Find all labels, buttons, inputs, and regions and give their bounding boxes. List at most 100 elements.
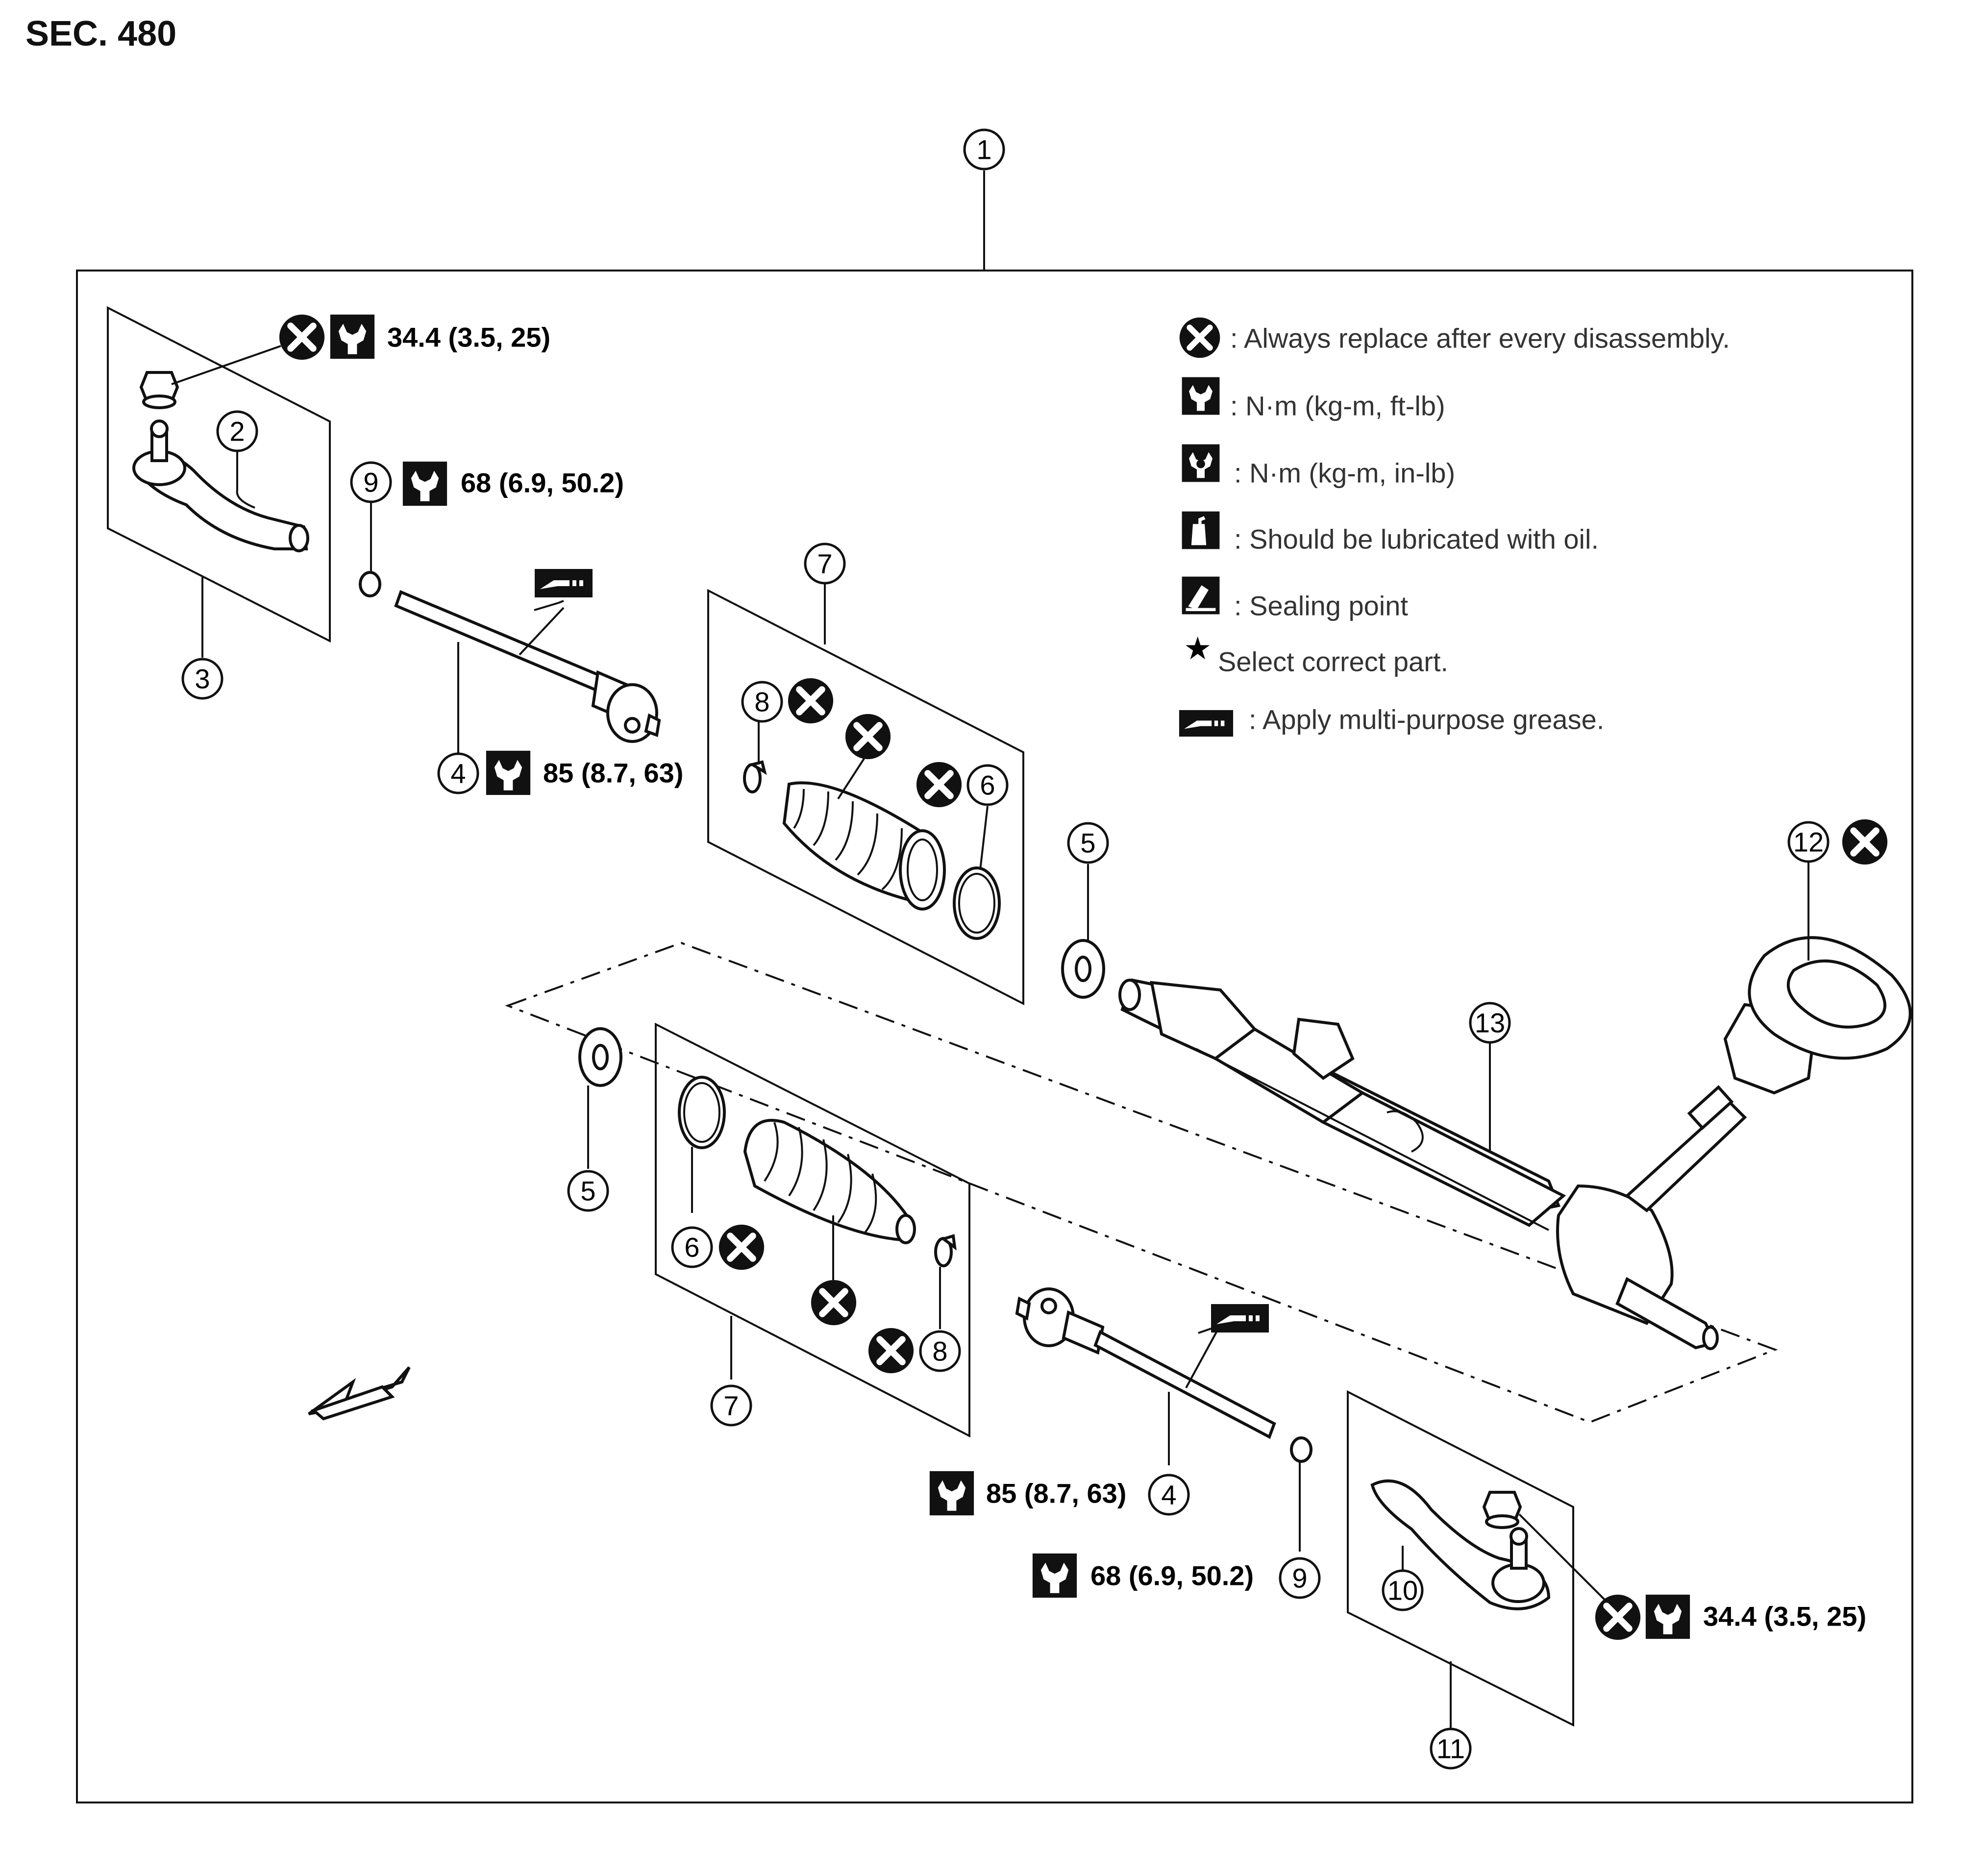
grommet bbox=[1723, 936, 1912, 1095]
torque-innerrod-lower: 85 (8.7, 63) bbox=[929, 1471, 1126, 1516]
replace-x-icon bbox=[811, 1280, 856, 1325]
torque-innerrod-upper: 85 (8.7, 63) bbox=[486, 750, 683, 795]
callout-8-lower: 8 bbox=[919, 1330, 961, 1372]
svg-text:8: 8 bbox=[932, 1336, 947, 1367]
callout-2: 2 bbox=[216, 410, 258, 452]
replace-x-icon bbox=[1595, 1595, 1640, 1640]
nut-upper bbox=[139, 371, 179, 409]
svg-text:: Should be lubricated with oi: : Should be lubricated with oil. bbox=[1234, 524, 1599, 555]
grease-icon bbox=[535, 569, 593, 597]
svg-text:5: 5 bbox=[1080, 828, 1095, 859]
lock-nut-lower bbox=[1290, 1436, 1312, 1463]
replace-x-icon bbox=[719, 1225, 764, 1270]
torque-wrench-icon bbox=[1645, 1594, 1690, 1639]
callout-12: 12 bbox=[1787, 821, 1830, 863]
torque-wrench-icon bbox=[330, 314, 375, 359]
torque-nut-lower: 34.4 (3.5, 25) bbox=[1645, 1594, 1866, 1639]
callout-7-lower: 7 bbox=[710, 1384, 752, 1427]
svg-text:5: 5 bbox=[580, 1176, 595, 1207]
torque-wrench-icon bbox=[1032, 1553, 1077, 1598]
legend: : Always replace after every disassembly… bbox=[1179, 318, 1730, 737]
svg-text:85 (8.7, 63): 85 (8.7, 63) bbox=[543, 758, 683, 789]
panel-boot-lower bbox=[655, 1022, 970, 1438]
svg-text:4: 4 bbox=[1161, 1480, 1176, 1510]
svg-text:68 (6.9, 50.2): 68 (6.9, 50.2) bbox=[1090, 1560, 1254, 1591]
svg-text:4: 4 bbox=[450, 758, 466, 789]
replace-x-icon bbox=[1842, 819, 1887, 864]
svg-text:Select correct part.: Select correct part. bbox=[1218, 646, 1448, 677]
callout-6-lower: 6 bbox=[671, 1226, 713, 1268]
svg-text:11: 11 bbox=[1436, 1733, 1465, 1764]
callout-10: 10 bbox=[1382, 1569, 1424, 1611]
oil-can-icon bbox=[1182, 511, 1220, 549]
svg-text:1: 1 bbox=[976, 134, 991, 165]
replace-x-icon bbox=[868, 1328, 914, 1373]
replace-x-icon bbox=[1180, 318, 1220, 358]
svg-text:7: 7 bbox=[723, 1390, 739, 1421]
assembly-frame bbox=[76, 270, 1913, 1803]
outer-socket-lower bbox=[1370, 1479, 1551, 1610]
lock-nut-upper bbox=[359, 571, 381, 597]
callout-13: 13 bbox=[1469, 1002, 1511, 1044]
svg-text:85 (8.7, 63): 85 (8.7, 63) bbox=[986, 1478, 1126, 1509]
panel-outer-socket-upper bbox=[107, 306, 331, 643]
rack-group-outline bbox=[505, 941, 1778, 1424]
callout-5-upper: 5 bbox=[1067, 822, 1109, 864]
svg-text:6: 6 bbox=[684, 1232, 699, 1263]
svg-text:34.4 (3.5, 25): 34.4 (3.5, 25) bbox=[1703, 1601, 1866, 1632]
svg-text:2: 2 bbox=[229, 416, 245, 447]
replace-x-icon bbox=[845, 714, 891, 759]
boot-clamp-small-lower bbox=[934, 1234, 957, 1267]
torque-wrench-icon bbox=[1182, 377, 1220, 415]
svg-text:13: 13 bbox=[1475, 1008, 1505, 1038]
callout-4-upper: 4 bbox=[437, 752, 479, 794]
svg-text:12: 12 bbox=[1793, 827, 1824, 858]
svg-text:: Sealing point: : Sealing point bbox=[1234, 591, 1408, 621]
callout-4-lower: 4 bbox=[1148, 1474, 1190, 1516]
svg-text:9: 9 bbox=[1292, 1563, 1307, 1594]
boot-clamp-large-upper bbox=[953, 866, 1001, 940]
boot-lower bbox=[743, 1119, 916, 1244]
washer-lower bbox=[578, 1027, 622, 1087]
callout-11: 11 bbox=[1430, 1728, 1472, 1770]
washer-upper bbox=[1061, 939, 1105, 999]
callout-9-upper: 9 bbox=[350, 461, 392, 503]
inner-rod-lower bbox=[1015, 1287, 1276, 1439]
callout-9-lower: 9 bbox=[1279, 1557, 1321, 1599]
svg-text:8: 8 bbox=[754, 687, 769, 717]
svg-text:7: 7 bbox=[817, 548, 832, 579]
sealing-point-icon bbox=[1182, 576, 1220, 615]
section-label: SEC. 480 bbox=[25, 14, 177, 53]
svg-text:: Apply multi-purpose grease.: : Apply multi-purpose grease. bbox=[1249, 704, 1604, 735]
front-arrow-shaft bbox=[311, 1385, 395, 1421]
callout-6-upper: 6 bbox=[966, 764, 1009, 806]
star-icon: ★ bbox=[1184, 631, 1212, 667]
torque-wrench-icon bbox=[929, 1471, 974, 1516]
torque-locknut-upper: 68 (6.9, 50.2) bbox=[402, 461, 624, 506]
callout-8-upper: 8 bbox=[741, 681, 783, 723]
nut-lower bbox=[1482, 1491, 1522, 1529]
replace-x-icon bbox=[788, 678, 833, 723]
grease-icon bbox=[1179, 710, 1234, 737]
callout-7-upper: 7 bbox=[804, 543, 846, 585]
svg-text:3: 3 bbox=[195, 664, 210, 694]
boot-clamp-small-upper bbox=[743, 760, 767, 793]
torque-wrench-icon bbox=[486, 750, 531, 795]
svg-text:9: 9 bbox=[363, 467, 378, 498]
panel-boot-upper bbox=[707, 589, 1024, 1006]
callout-5-lower: 5 bbox=[567, 1170, 609, 1212]
boot-clamp-large-lower bbox=[678, 1076, 726, 1149]
panel-outer-socket-lower bbox=[1347, 1390, 1574, 1727]
callout-3: 3 bbox=[181, 658, 223, 700]
svg-text:: Always replace after every d: : Always replace after every disassembly… bbox=[1230, 323, 1730, 354]
steering-gear-assembly bbox=[1118, 978, 1747, 1350]
torque-wrench-dark-icon bbox=[1182, 444, 1220, 482]
svg-text:: N·m (kg-m, in-lb): : N·m (kg-m, in-lb) bbox=[1234, 458, 1455, 489]
outer-socket-upper bbox=[132, 420, 309, 552]
svg-text:68 (6.9, 50.2): 68 (6.9, 50.2) bbox=[461, 468, 624, 498]
callout-1: 1 bbox=[963, 128, 1005, 171]
svg-text:10: 10 bbox=[1387, 1575, 1418, 1606]
torque-wrench-icon bbox=[402, 461, 447, 506]
inner-rod-upper bbox=[394, 590, 661, 743]
